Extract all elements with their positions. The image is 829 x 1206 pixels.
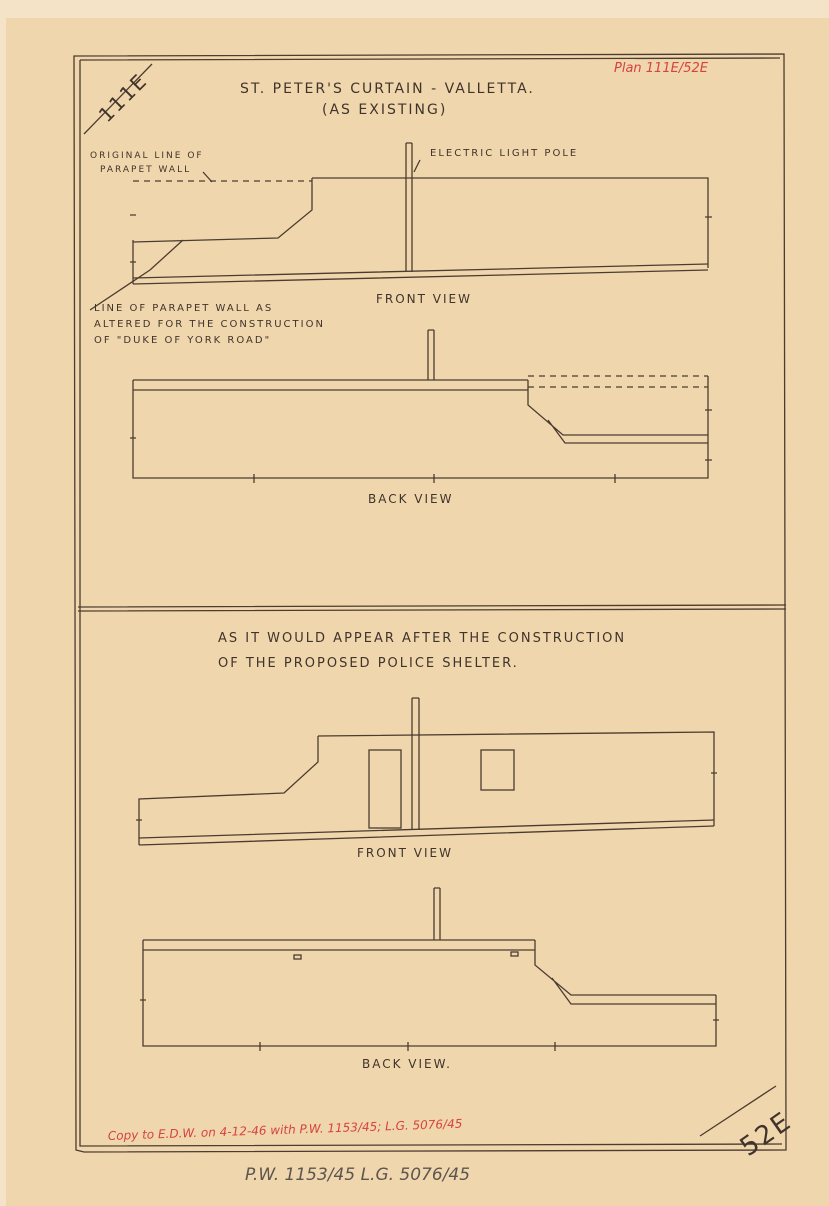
corner-number-bottom: 52E (735, 1106, 798, 1162)
subtitle: (AS EXISTING) (322, 102, 447, 118)
label-electric-pole: ELECTRIC LIGHT POLE (430, 148, 578, 159)
pencil-reference: P.W. 1153/45 L.G. 5076/45 (245, 1165, 470, 1185)
corner-slash-top (83, 63, 153, 135)
label-altered-3: OF "DUKE OF YORK ROAD" (94, 335, 271, 346)
label-original-line-2: PARAPET WALL (100, 165, 191, 175)
proposed-front-view-label: FRONT VIEW (357, 846, 453, 860)
existing-back-view (130, 329, 712, 483)
label-original-line-1: ORIGINAL LINE OF (90, 151, 204, 161)
proposed-heading-1: AS IT WOULD APPEAR AFTER THE CONSTRUCTIO… (218, 631, 626, 646)
copy-note: Copy to E.D.W. on 4-12-46 with P.W. 1153… (108, 1117, 463, 1143)
window (480, 749, 515, 791)
corner-number-top: 111E (94, 68, 153, 127)
existing-front-view (89, 142, 712, 311)
corner-slash-bottom (699, 1085, 777, 1137)
proposed-back-view (140, 887, 719, 1051)
proposed-back-view-label: BACK VIEW. (362, 1057, 452, 1071)
label-altered-2: ALTERED FOR THE CONSTRUCTION (94, 319, 325, 330)
existing-front-view-label: FRONT VIEW (376, 292, 472, 306)
proposed-heading-2: OF THE PROPOSED POLICE SHELTER. (218, 656, 519, 671)
frame (73, 53, 787, 1153)
door (368, 749, 402, 829)
plan-reference: Plan 111E/52E (614, 61, 709, 76)
proposed-front-view (136, 697, 717, 846)
title: ST. PETER'S CURTAIN - VALLETTA. (240, 81, 535, 97)
existing-back-view-label: BACK VIEW (368, 492, 454, 506)
label-altered-1: LINE OF PARAPET WALL AS (94, 303, 273, 314)
